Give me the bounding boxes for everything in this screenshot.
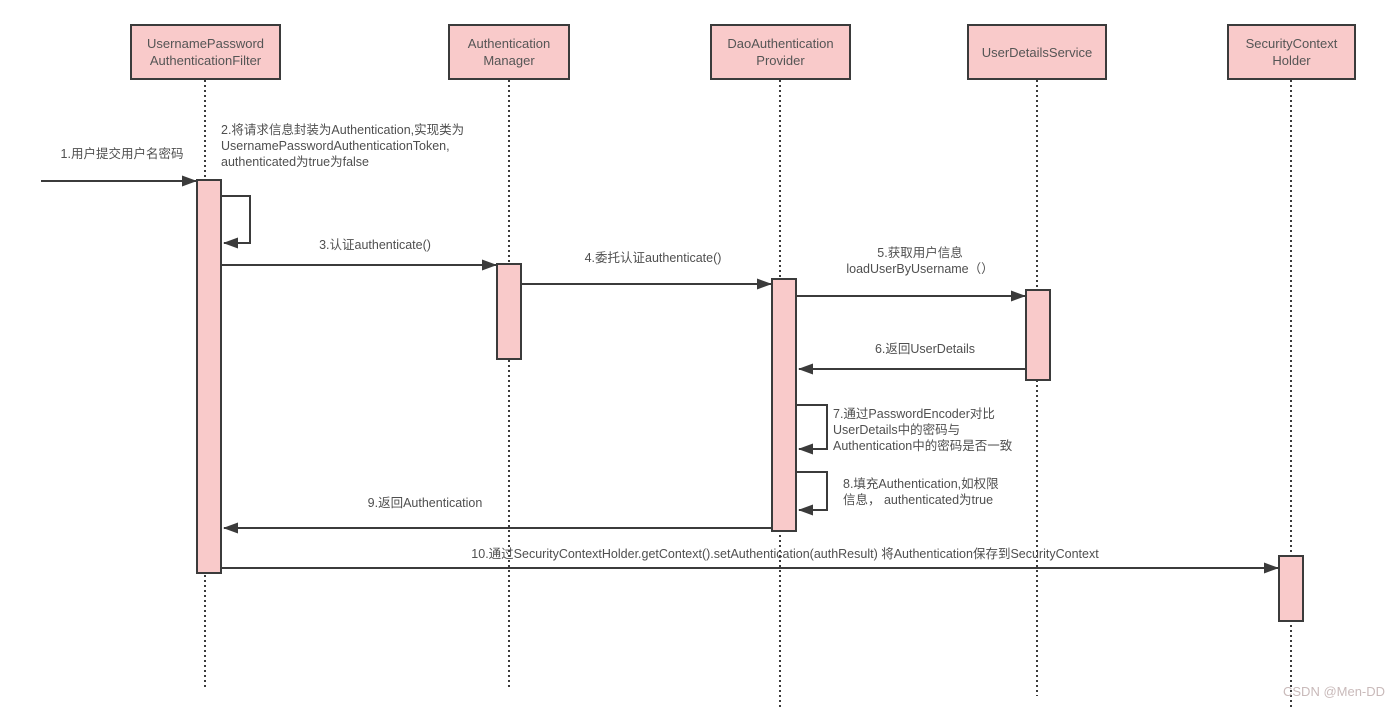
- message-10-label: 10.通过SecurityContextHolder.getContext().…: [471, 547, 1099, 561]
- actor-dao-authentication-provider: DaoAuthentication Provider: [710, 24, 851, 80]
- message-3-label: 3.认证authenticate(): [319, 238, 431, 252]
- activation-bar-provider: [771, 278, 797, 532]
- activation-bar-filter: [196, 179, 222, 574]
- actor-username-password-authentication-filter: UsernamePassword AuthenticationFilter: [130, 24, 281, 80]
- message-7-label: 7.通过PasswordEncoder对比 UserDetails中的密码与 A…: [833, 407, 1013, 453]
- message-7-self-arrow: [796, 404, 828, 455]
- lifelines: [204, 80, 1292, 708]
- actor-user-details-service: UserDetailsService: [967, 24, 1107, 80]
- message-6-label: 6.返回UserDetails: [874, 342, 976, 356]
- actor-authentication-manager: Authentication Manager: [448, 24, 570, 80]
- activation-bar-manager: [496, 263, 522, 360]
- message-5-label: 5.获取用户信息 loadUserByUsername（）: [846, 246, 994, 276]
- message-2-self-arrow: [221, 195, 251, 249]
- watermark: CSDN @Men-DD: [1283, 684, 1386, 699]
- message-9-label: 9.返回Authentication: [367, 496, 483, 510]
- actor-security-context-holder: SecurityContext Holder: [1227, 24, 1356, 80]
- message-4-label: 4.委托认证authenticate(): [584, 251, 722, 265]
- message-8-self-arrow: [796, 471, 828, 516]
- message-2-label: 2.将请求信息封装为Authentication,实现类为 UsernamePa…: [221, 123, 465, 169]
- activation-bar-security-context-holder: [1278, 555, 1304, 622]
- message-arrows: [41, 175, 1279, 574]
- message-8-label: 8.填充Authentication,如权限 信息， authenticated…: [843, 477, 999, 507]
- message-1-label: 1.用户提交用户名密码: [60, 147, 184, 161]
- activation-bar-user-details-service: [1025, 289, 1051, 381]
